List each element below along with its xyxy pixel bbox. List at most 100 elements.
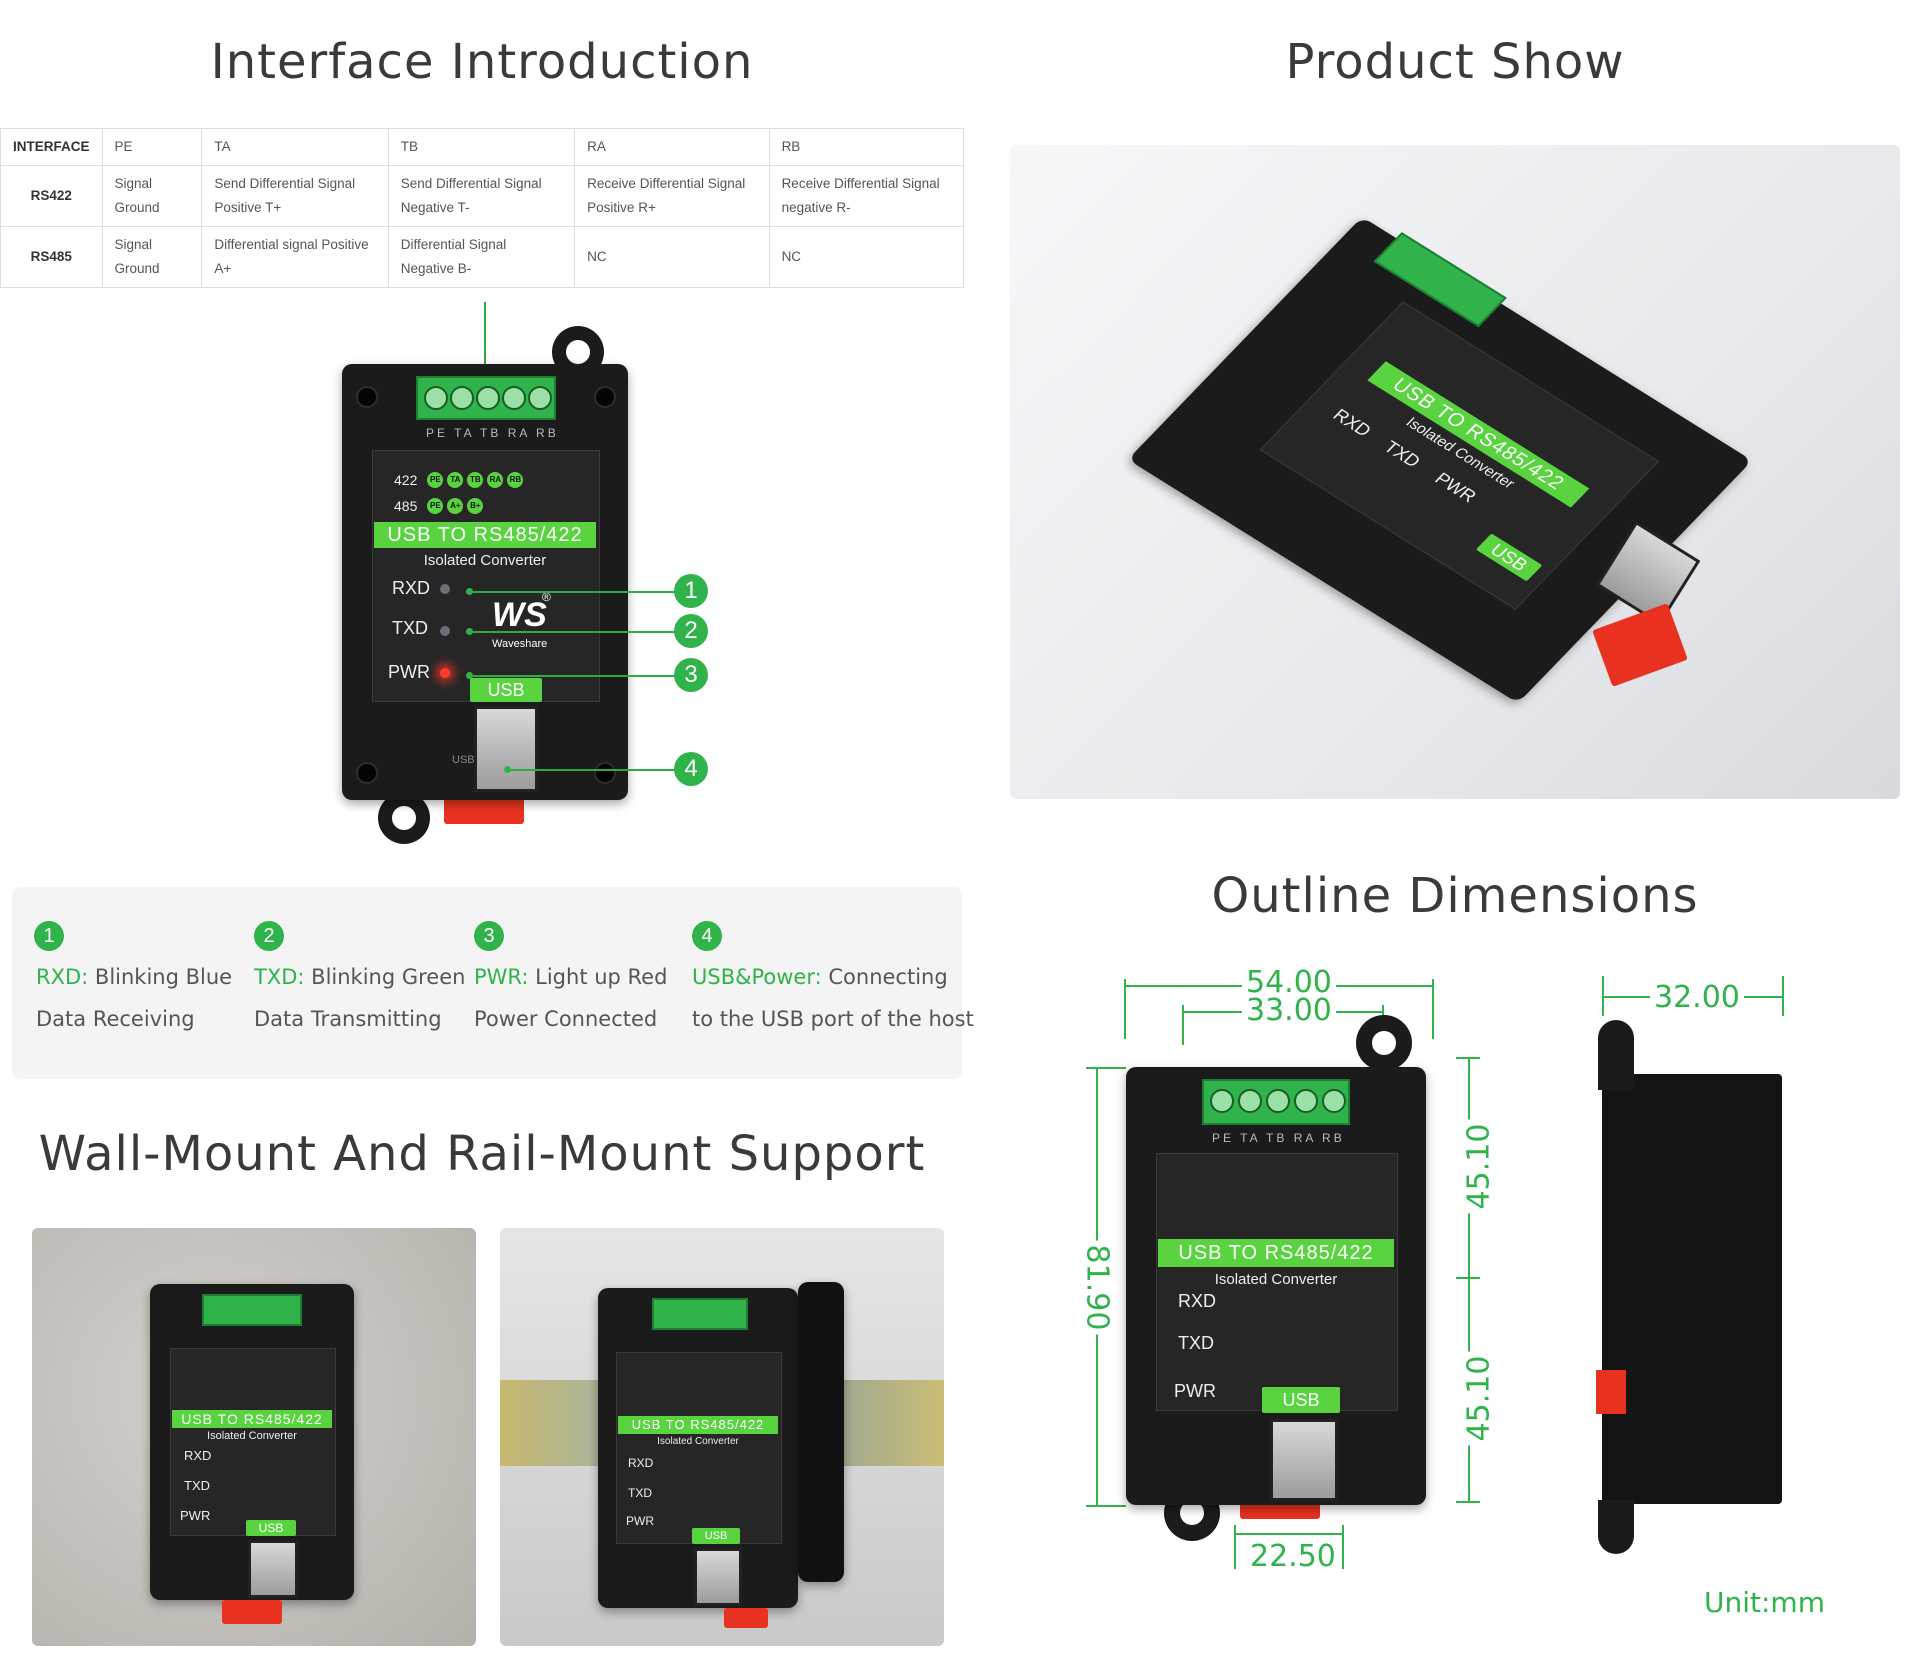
side-clip	[1596, 1370, 1626, 1414]
txd-label: TXD	[392, 618, 428, 638]
unit-label: Unit:mm	[1704, 1586, 1825, 1619]
usb-port	[694, 1548, 742, 1606]
callout-dot	[466, 672, 473, 679]
pin-labels: PE TA TB RA RB	[1212, 1131, 1345, 1145]
usb-port	[474, 706, 538, 792]
legend-badge: 2	[254, 921, 284, 951]
product-subtitle: Isolated Converter	[423, 552, 547, 569]
wall-mount-photo: USB TO RS485/422 Isolated Converter RXD …	[32, 1228, 476, 1646]
front-panel	[372, 450, 600, 702]
table-header-row: INTERFACE PE TA TB RA RB	[0, 128, 965, 166]
product-photo: USB TO RS485/422 Isolated Converter RXD …	[1010, 145, 1900, 799]
product-subtitle: Isolated Converter	[207, 1430, 297, 1442]
table-cell: Receive Differential Signal negative R-	[768, 165, 965, 227]
table-cell: Receive Differential Signal Positive R+	[574, 165, 770, 227]
interface-heading: Interface Introduction	[210, 34, 754, 90]
legend-line: Data Receiving	[36, 1007, 195, 1031]
legend-line: Power Connected	[474, 1007, 658, 1031]
product-subtitle: Isolated Converter	[657, 1436, 739, 1447]
legend-badge: 1	[34, 921, 64, 951]
product-title-label: USB TO RS485/422	[1158, 1239, 1394, 1267]
product-subtitle: Isolated Converter	[1214, 1271, 1338, 1288]
bottom-mount-lug	[378, 792, 430, 844]
legend-badge: 3	[474, 921, 504, 951]
terminal-block	[416, 376, 556, 420]
dimension-height-45-bottom: 45.10	[1461, 1351, 1497, 1446]
led-legend: 1 RXD: Blinking Blue Data Receiving 2 TX…	[12, 887, 974, 1079]
pin-labels: PE TA TB RA RB	[426, 426, 559, 440]
dimension-height-81: 81.90	[1079, 1240, 1115, 1335]
txd-label: TXD	[628, 1486, 652, 1500]
product-title-label: USB TO RS485/422	[172, 1410, 332, 1428]
rail-clip	[1592, 603, 1688, 687]
table-cell: INTERFACE	[0, 128, 103, 166]
usb-port	[248, 1540, 298, 1598]
table-cell: NC	[768, 226, 965, 288]
device-body: USB TO RS485/422 Isolated Converter RXD …	[598, 1288, 798, 1608]
callout-line	[470, 631, 676, 633]
txd-label: TXD	[184, 1478, 210, 1493]
waveshare-logo: WS	[492, 596, 547, 634]
device-body: PE TA TB RA RB USB TO RS485/422 Isolated…	[1126, 1067, 1426, 1505]
callout-badge-4: 4	[674, 752, 708, 786]
legend-line: Data Transmitting	[254, 1007, 442, 1031]
callout-badge-3: 3	[674, 658, 708, 692]
product-title-label: USB TO RS485/422	[374, 522, 596, 548]
table-cell: TA	[201, 128, 389, 166]
table-cell: RB	[768, 128, 965, 166]
mount-heading: Wall-Mount And Rail-Mount Support	[38, 1126, 926, 1182]
usb-label: USB	[692, 1528, 740, 1544]
pwr-label: PWR	[388, 662, 430, 682]
dimension-depth-32: 32.00	[1650, 980, 1744, 1015]
legend-line: PWR: Light up Red	[474, 965, 668, 989]
screw-icon	[594, 762, 616, 784]
table-cell: PE	[101, 128, 203, 166]
product-heading: Product Show	[1285, 34, 1625, 90]
product-title-label: USB TO RS485/422	[618, 1416, 778, 1434]
terminal-callout-line	[484, 302, 486, 408]
table-cell: Differential Signal Negative B-	[387, 226, 576, 288]
outline-side: 32.00 Unit:mm	[1580, 970, 1900, 1630]
dimension-width-22: 22.50	[1250, 1539, 1336, 1574]
table-cell: Differential signal Positive A+	[201, 226, 389, 288]
table-cell: TB	[387, 128, 576, 166]
callout-line	[470, 591, 676, 593]
rail-mount-photo: USB TO RS485/422 Isolated Converter RXD …	[500, 1228, 944, 1646]
callout-dot	[466, 588, 473, 595]
txd-label: TXD	[1178, 1333, 1214, 1353]
table-row: RS422 Signal Ground Send Differential Si…	[0, 165, 965, 227]
legend-badge: 4	[692, 921, 722, 951]
pwr-label: PWR	[626, 1514, 654, 1528]
callout-line	[470, 675, 676, 677]
usb-port	[1270, 1419, 1338, 1501]
side-lug	[1598, 1020, 1634, 1090]
screw-icon	[356, 762, 378, 784]
table-cell: NC	[574, 226, 770, 288]
callout-line	[508, 769, 676, 771]
callout-dot	[504, 766, 511, 773]
pwr-led	[440, 668, 450, 678]
usb-label: USB	[470, 678, 542, 702]
device-body: USB TO RS485/422 Isolated Converter RXD …	[150, 1284, 354, 1600]
screw-icon	[356, 386, 378, 408]
usb-label: USB	[1262, 1387, 1340, 1413]
table-cell: Send Differential Signal Positive T+	[201, 165, 389, 227]
table-cell: RS422	[0, 165, 103, 227]
callout-dot	[466, 628, 473, 635]
dimension-width-33: 33.00	[1242, 993, 1336, 1028]
registered-mark: ®	[542, 590, 551, 604]
legend-line: RXD: Blinking Blue	[36, 965, 233, 989]
rxd-label: RXD	[1178, 1291, 1217, 1311]
usb-small-label: USB	[452, 754, 475, 766]
table-row: RS485 Signal Ground Differential signal …	[0, 226, 965, 288]
usb-label: USB	[246, 1520, 296, 1536]
table-cell: Signal Ground	[101, 165, 203, 227]
callout-badge-2: 2	[674, 614, 708, 648]
txd-led	[440, 626, 450, 636]
dimension-height-45-top: 45.10	[1461, 1119, 1497, 1214]
rxd-label: RXD	[392, 578, 431, 598]
